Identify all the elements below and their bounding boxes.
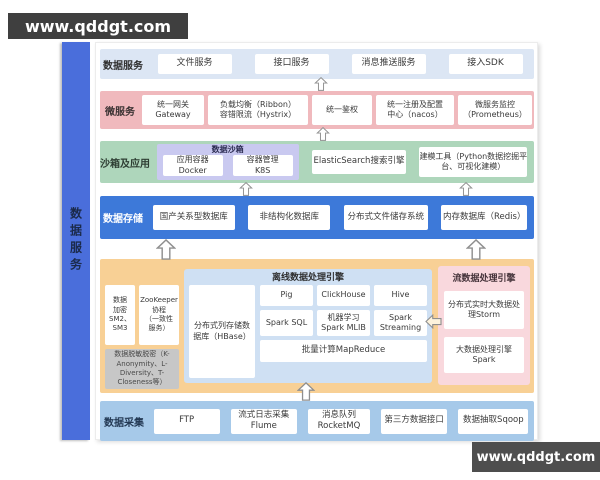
- watermark-bottom-right: www.qddgt.com: [472, 442, 600, 472]
- offline-engine-title: 离线数据处理引擎: [271, 273, 344, 283]
- row-data-services-items: 文件服务 接口服务 消息推送服务 接入SDK: [146, 54, 534, 74]
- up-arrow-icon: [156, 239, 176, 260]
- row-data-services: 数据服务 文件服务 接口服务 消息推送服务 接入SDK: [100, 49, 534, 79]
- group-data-sandbox: 数据沙箱 应用容器 Docker 容器管理 K8S: [156, 144, 299, 180]
- node-zookeeper: ZooKeeper 协程 （一致性 服务）: [139, 285, 179, 345]
- node-data-encryption-sm2-sm3: 数据 加密 SM2、 SM3: [105, 285, 135, 345]
- row-data-storage: 数据存储 国产关系型数据库 非结构化数据库 分布式文件储存系统 内存数据库（Re…: [100, 196, 534, 239]
- node-elasticsearch: ElasticSearch搜索引擎: [311, 150, 406, 174]
- row-sandbox-apps-items: 数据沙箱 应用容器 Docker 容器管理 K8S ElasticSearch搜…: [150, 144, 534, 180]
- row-sandbox-apps-label: 沙箱及应用: [100, 158, 150, 170]
- row-microservices-items: 统一网关 Gateway 负载均衡（Ribbon） 容错限流（Hystrix） …: [140, 95, 534, 125]
- up-arrow-icon: [297, 382, 315, 401]
- node-nacos-registry: 统一注册及配置 中心（nacos）: [376, 95, 454, 125]
- offline-grid-row-1: Pig ClickHouse Hive: [260, 285, 427, 306]
- node-api-service: 接口服务: [254, 54, 329, 74]
- node-gateway: 统一网关 Gateway: [142, 95, 204, 125]
- node-ftp: FTP: [153, 408, 220, 434]
- left-arrow-icon: [425, 314, 442, 329]
- node-mapreduce: 批量计算MapReduce: [260, 340, 427, 362]
- row-data-services-label: 数据服务: [103, 60, 143, 72]
- node-message-push-service: 消息推送服务: [351, 54, 426, 74]
- watermark-top-left: www.qddgt.com: [8, 13, 188, 39]
- row-data-collection-label: 数据采集: [104, 417, 144, 429]
- group-offline-processing-engine: 离线数据处理引擎 分布式列存储数 据库（HBase） Pig ClickHous…: [184, 269, 432, 383]
- node-rocketmq: 消息队列 RocketMQ: [307, 408, 370, 434]
- up-arrow-icon: [314, 77, 328, 91]
- group-data-sandbox-items: 应用容器 Docker 容器管理 K8S: [162, 155, 293, 176]
- node-hbase: 分布式列存储数 据库（HBase）: [189, 285, 255, 378]
- node-spark-sql: Spark SQL: [260, 310, 313, 336]
- node-third-party-api: 第三方数据接口: [381, 408, 448, 434]
- node-spark-engine: 大数据处理引擎 Spark: [444, 337, 524, 373]
- node-data-masking: 数据脱敏脱密（K- Anonymity、L- Diversity、T- Clos…: [105, 349, 179, 389]
- up-arrow-icon: [459, 182, 473, 196]
- row-sandbox-apps: 沙箱及应用 数据沙箱 应用容器 Docker 容器管理 K8S ElasticS…: [100, 141, 534, 183]
- node-file-service: 文件服务: [157, 54, 232, 74]
- stream-engine-title: 流数据处理引擎: [452, 274, 516, 284]
- architecture-diagram: 数据服务 数据服务 文件服务 接口服务 消息推送服务 接入SDK 微服务 统一网…: [62, 42, 538, 441]
- row-data-collection-items: FTP 流式日志采集 Flume 消息队列 RocketMQ 第三方数据接口 数…: [148, 408, 534, 434]
- node-pig: Pig: [260, 285, 313, 306]
- node-redis: 内存数据库（Redis）: [441, 205, 528, 230]
- node-spark-mllib: 机器学习 Spark MLIB: [317, 310, 370, 336]
- up-arrow-icon: [316, 127, 330, 141]
- group-data-sandbox-title: 数据沙箱: [211, 145, 244, 154]
- node-distributed-fs: 分布式文件储存系统: [343, 205, 428, 230]
- node-hive: Hive: [374, 285, 427, 306]
- sidebar-data-service-band: 数据服务: [62, 42, 90, 440]
- node-unstructured-db: 非结构化数据库: [248, 205, 331, 230]
- node-clickhouse: ClickHouse: [317, 285, 370, 306]
- node-sqoop: 数据抽取Sqoop: [458, 408, 529, 434]
- sidebar-label: 数据服务: [68, 207, 83, 275]
- offline-engine-body: 分布式列存储数 据库（HBase） Pig ClickHouse Hive Sp…: [189, 285, 427, 378]
- group-stream-processing-engine: 流数据处理引擎 分布式实时大数据处 理Storm 大数据处理引擎 Spark: [438, 266, 530, 385]
- node-spark-streaming: Spark Streaming: [374, 310, 427, 336]
- offline-grid-row-2: Spark SQL 机器学习 Spark MLIB Spark Streamin…: [260, 310, 427, 336]
- node-flume: 流式日志采集 Flume: [230, 408, 297, 434]
- row-data-collection: 数据采集 FTP 流式日志采集 Flume 消息队列 RocketMQ 第三方数…: [100, 401, 534, 441]
- row-microservices-label: 微服务: [105, 106, 135, 118]
- node-access-sdk: 接入SDK: [448, 54, 523, 74]
- diagram-content-panel: 数据服务 文件服务 接口服务 消息推送服务 接入SDK 微服务 统一网关 Gat…: [95, 42, 538, 441]
- node-unified-auth: 统一鉴权: [312, 95, 372, 125]
- node-storm: 分布式实时大数据处 理Storm: [444, 291, 524, 329]
- node-modeling-tools: 建模工具（Python数据挖掘平 台、可视化建模）: [419, 147, 528, 177]
- node-k8s: 容器管理 K8S: [232, 155, 293, 176]
- node-domestic-rdbms: 国产关系型数据库: [152, 205, 235, 230]
- up-arrow-icon: [239, 182, 253, 196]
- row-data-storage-items: 国产关系型数据库 非结构化数据库 分布式文件储存系统 内存数据库（Redis）: [146, 205, 534, 230]
- offline-engine-grid: Pig ClickHouse Hive Spark SQL 机器学习 Spark…: [260, 285, 427, 378]
- row-microservices: 微服务 统一网关 Gateway 负载均衡（Ribbon） 容错限流（Hystr…: [100, 91, 534, 129]
- node-docker: 应用容器 Docker: [162, 155, 223, 176]
- row-data-storage-label: 数据存储: [103, 214, 143, 225]
- node-prometheus-monitor: 微服务监控 （Prometheus）: [458, 95, 532, 125]
- band-data-processing: 数据 加密 SM2、 SM3 ZooKeeper 协程 （一致性 服务） 数据脱…: [100, 259, 534, 393]
- node-ribbon-hystrix: 负载均衡（Ribbon） 容错限流（Hystrix）: [208, 95, 308, 125]
- up-arrow-icon: [466, 239, 486, 260]
